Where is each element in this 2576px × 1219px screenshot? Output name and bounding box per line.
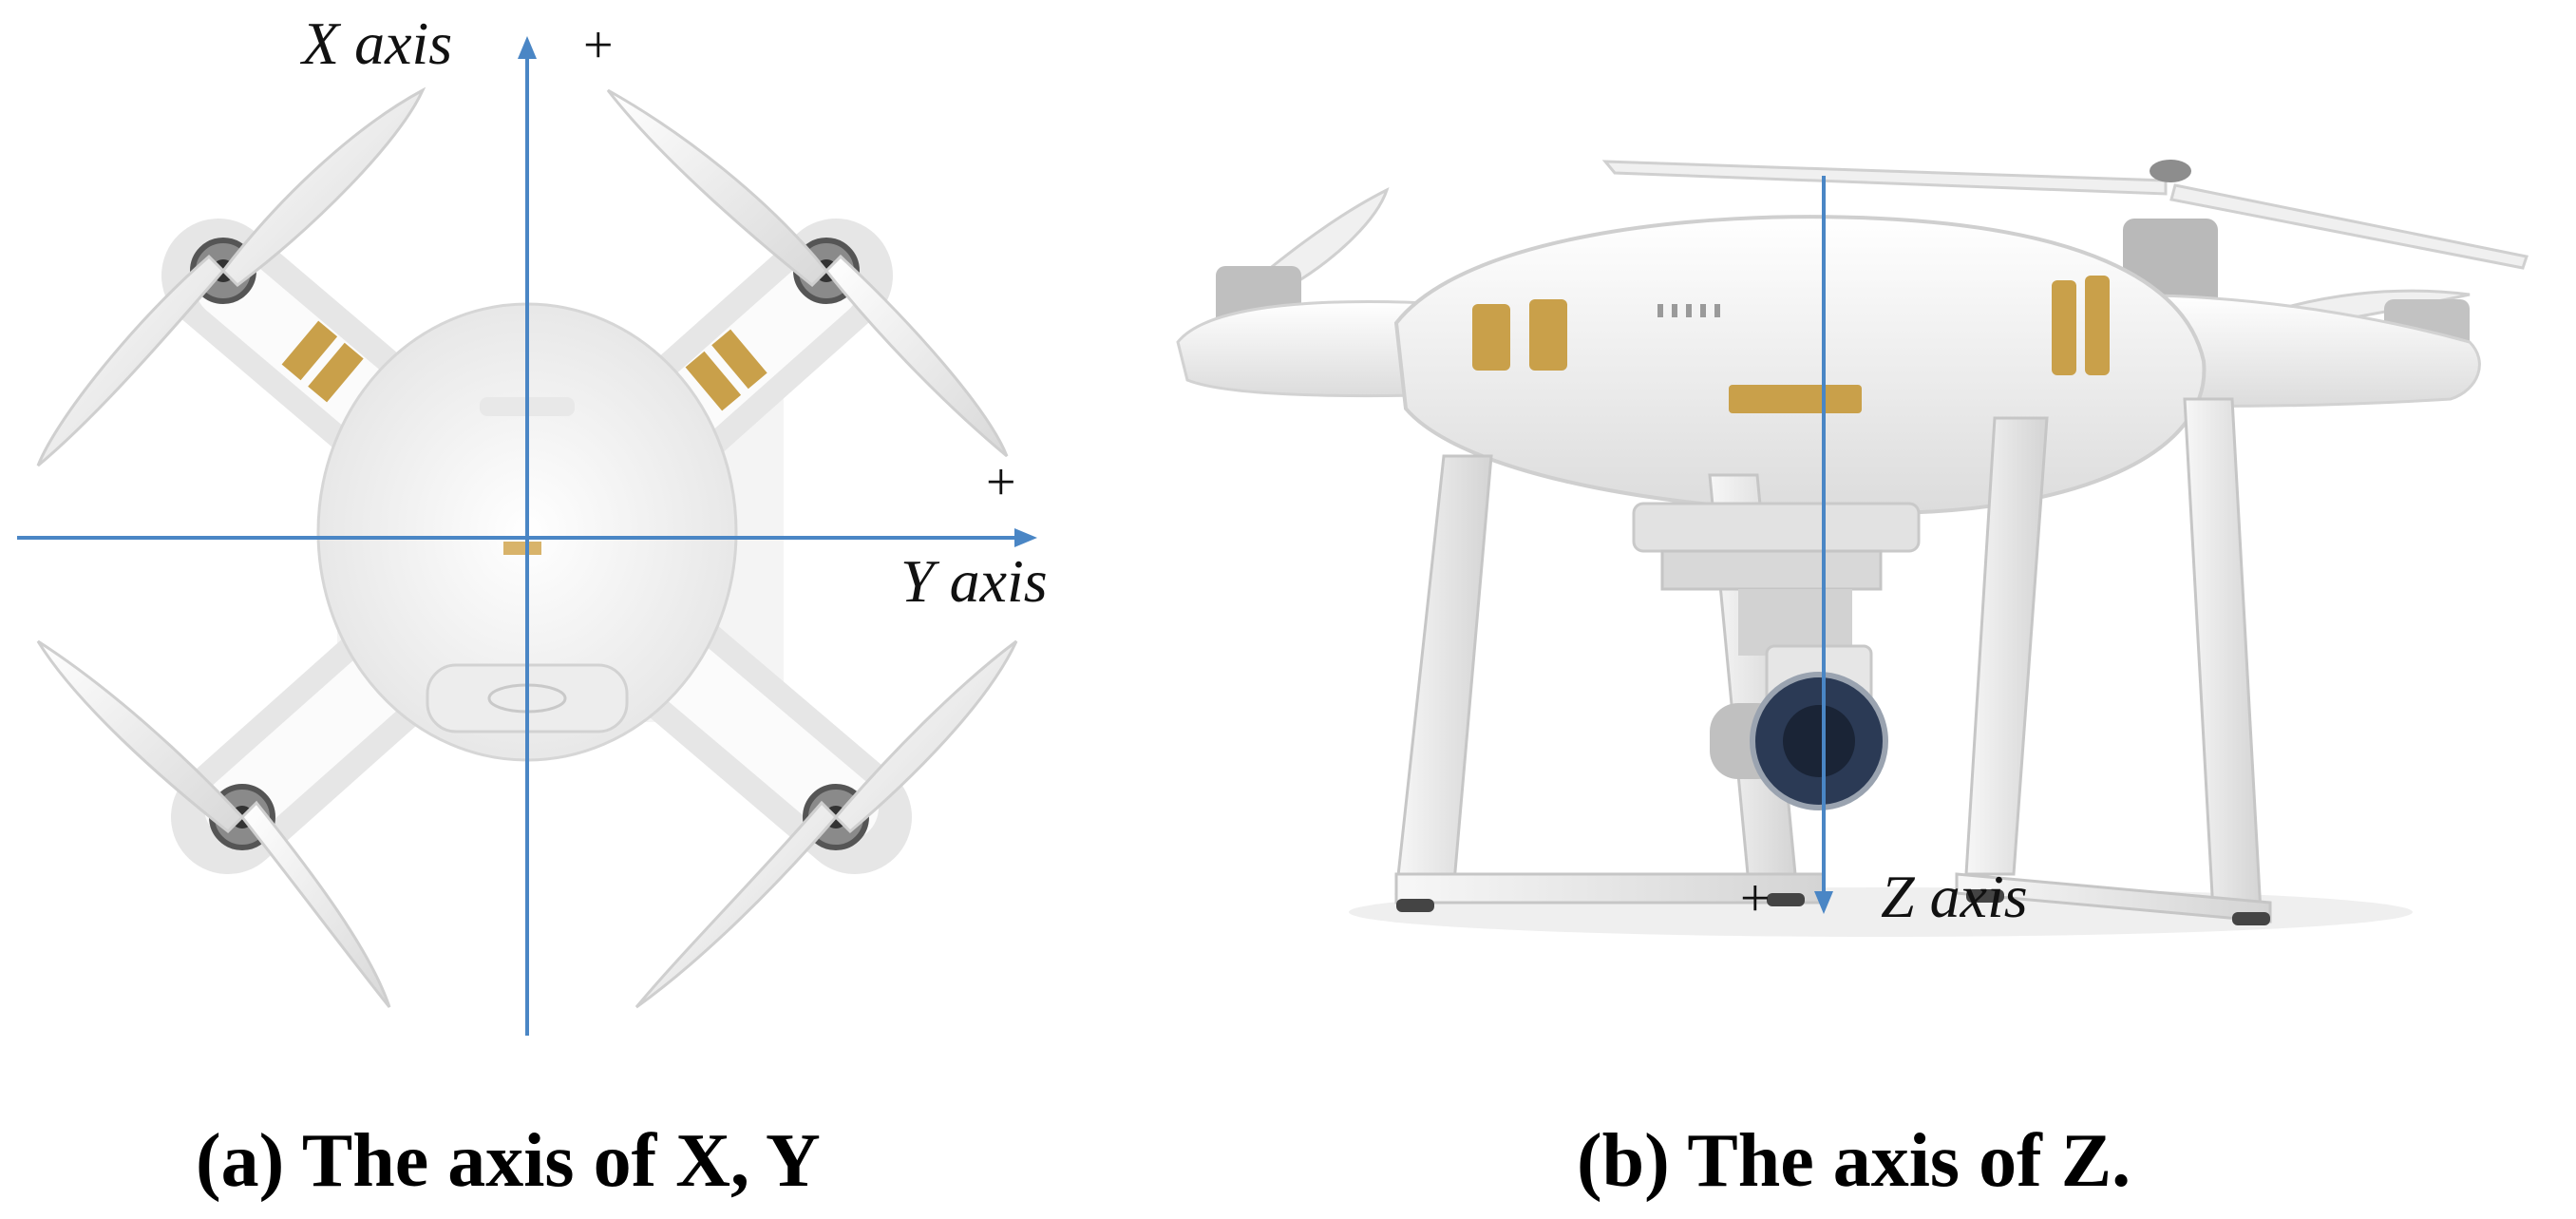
x-axis-plus-sign: +: [583, 16, 614, 75]
caption-a-text: The axis of X, Y: [301, 1119, 821, 1203]
drone-side-view-icon: [1176, 160, 2529, 937]
side-gold-bands: [1472, 276, 2110, 413]
caption-b: (b) The axis of Z.: [1577, 1123, 2131, 1199]
side-vents: [1657, 304, 1720, 317]
panel-a-top-view: X axis + + Y axis: [0, 0, 1102, 1064]
y-axis-plus-sign: +: [986, 453, 1016, 512]
caption-b-text: The axis of Z.: [1687, 1119, 2131, 1203]
x-axis-label: X axis: [302, 10, 453, 77]
side-drone-body: [1393, 215, 2207, 516]
landing-feet: [1396, 889, 2270, 925]
drone-top-view-icon: [17, 36, 1037, 1036]
z-axis-label: Z axis: [1881, 863, 2028, 930]
y-axis-label: Y axis: [900, 547, 1048, 615]
gold-bands: [281, 320, 767, 411]
caption-b-tag: (b): [1577, 1119, 1670, 1203]
x-axis-line: [518, 36, 537, 1036]
caption-a: (a) The axis of X, Y: [196, 1123, 821, 1199]
caption-a-tag: (a): [196, 1119, 285, 1203]
panel-b-side-view: + Z axis: [1159, 114, 2576, 1064]
z-axis-plus-sign: +: [1740, 869, 1771, 928]
gimbal-camera: [1632, 502, 1921, 810]
logo-mark: [503, 542, 541, 555]
z-axis-line: [1814, 176, 1833, 914]
propellers: [36, 86, 1018, 1009]
y-axis-line: [17, 528, 1037, 547]
